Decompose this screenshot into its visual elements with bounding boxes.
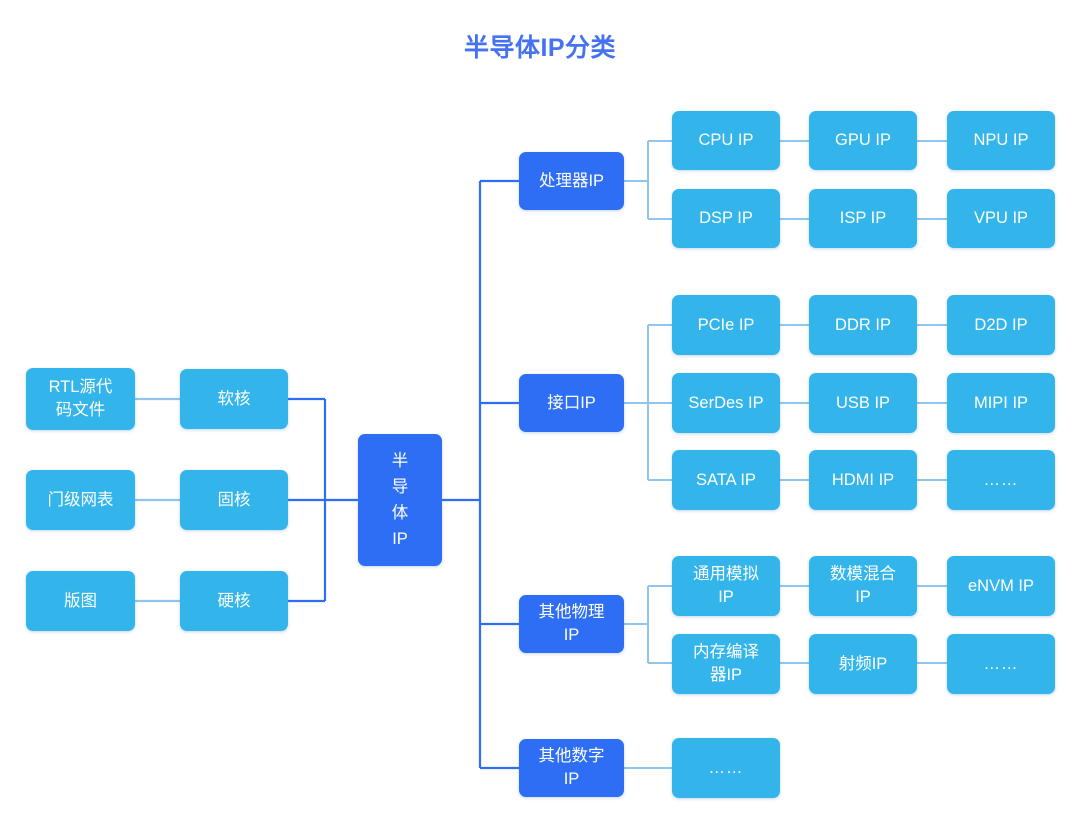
node-leaf-digital-more[interactable]: …… — [672, 738, 780, 798]
node-leaf-ddr-ip[interactable]: DDR IP — [809, 295, 917, 355]
root-to-categories — [442, 179, 519, 770]
node-leaf-rf-ip[interactable]: 射频IP — [809, 634, 917, 694]
node-core-soft[interactable]: 软核 — [180, 369, 288, 429]
node-category-other-digital-ip[interactable]: 其他数字 IP — [519, 739, 624, 797]
node-category-other-physical-ip[interactable]: 其他物理 IP — [519, 595, 624, 653]
node-leaf-general-analog-ip[interactable]: 通用模拟 IP — [672, 556, 780, 616]
node-leaf-npu-ip[interactable]: NPU IP — [947, 111, 1055, 170]
node-leaf-mixed-signal-ip[interactable]: 数模混合 IP — [809, 556, 917, 616]
node-leaf-physical-more[interactable]: …… — [947, 634, 1055, 694]
node-source-netlist[interactable]: 门级网表 — [26, 470, 135, 530]
node-leaf-gpu-ip[interactable]: GPU IP — [809, 111, 917, 170]
node-leaf-d2d-ip[interactable]: D2D IP — [947, 295, 1055, 355]
node-root-semiconductor-ip[interactable]: 半 导 体 IP — [358, 434, 442, 566]
node-category-interface-ip[interactable]: 接口IP — [519, 374, 624, 432]
node-core-firm[interactable]: 固核 — [180, 470, 288, 530]
node-leaf-serdes-ip[interactable]: SerDes IP — [672, 373, 780, 433]
node-leaf-mipi-ip[interactable]: MIPI IP — [947, 373, 1055, 433]
node-core-hard[interactable]: 硬核 — [180, 571, 288, 631]
node-leaf-dsp-ip[interactable]: DSP IP — [672, 189, 780, 248]
node-leaf-envm-ip[interactable]: eNVM IP — [947, 556, 1055, 616]
node-leaf-sata-ip[interactable]: SATA IP — [672, 450, 780, 510]
node-category-processor-ip[interactable]: 处理器IP — [519, 152, 624, 210]
category-to-rows — [624, 140, 672, 769]
node-leaf-memory-compiler-ip[interactable]: 内存编译 器IP — [672, 634, 780, 694]
page-title: 半导体IP分类 — [463, 34, 617, 62]
node-leaf-vpu-ip[interactable]: VPU IP — [947, 189, 1055, 248]
node-leaf-hdmi-ip[interactable]: HDMI IP — [809, 450, 917, 510]
node-leaf-cpu-ip[interactable]: CPU IP — [672, 111, 780, 170]
node-leaf-usb-ip[interactable]: USB IP — [809, 373, 917, 433]
node-source-layout[interactable]: 版图 — [26, 571, 135, 631]
node-leaf-interface-more[interactable]: …… — [947, 450, 1055, 510]
node-leaf-isp-ip[interactable]: ISP IP — [809, 189, 917, 248]
node-leaf-pcie-ip[interactable]: PCIe IP — [672, 295, 780, 355]
node-source-rtl[interactable]: RTL源代 码文件 — [26, 368, 135, 430]
